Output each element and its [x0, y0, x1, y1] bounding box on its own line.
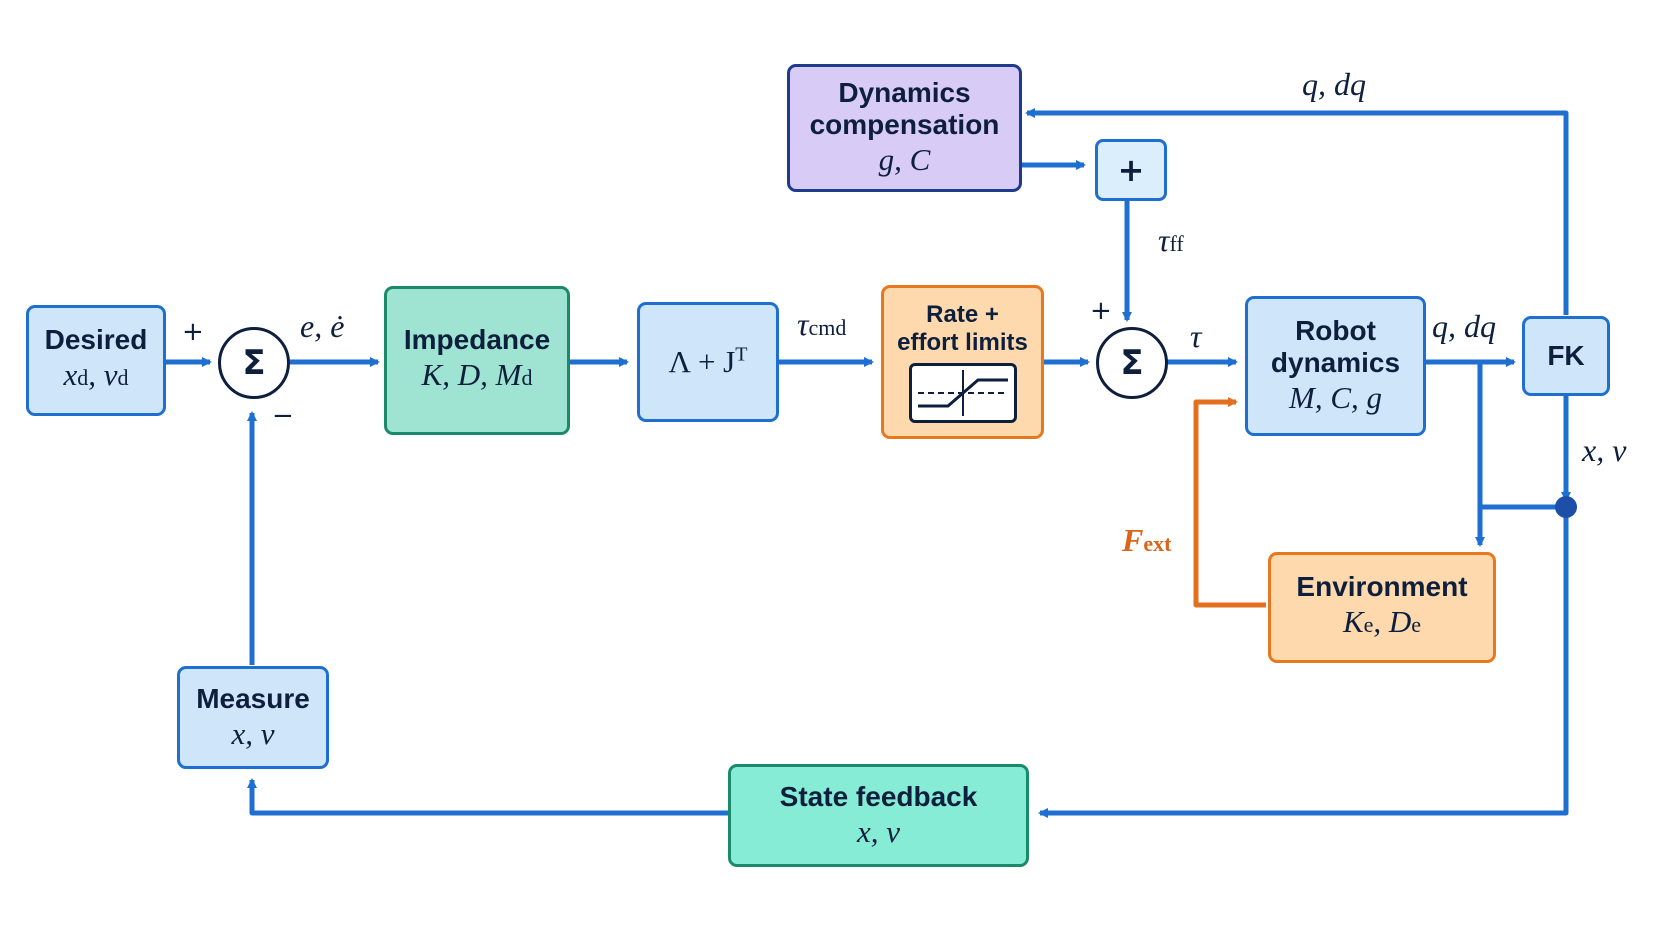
- sum1-minus-sign: −: [272, 401, 294, 431]
- f-ext-label: Fext: [1122, 522, 1172, 558]
- wire-fk-up-to-dynamics-comp: [1025, 108, 1569, 315]
- robot-params: M, C, g: [1289, 380, 1382, 415]
- measure-title: Measure: [196, 682, 310, 714]
- sum2-plus-sign: +: [1090, 296, 1112, 326]
- impedance-params: K, D, Md: [421, 357, 533, 392]
- lambda-jt-block: Λ + JT: [637, 302, 779, 422]
- limits-line2: effort limits: [897, 329, 1028, 356]
- dynamics-compensation-block: Dynamics compensation g, C: [787, 64, 1022, 192]
- dyncomp-line1: Dynamics: [838, 77, 971, 108]
- rate-effort-limits-block: Rate + effort limits: [881, 285, 1044, 439]
- environment-params: Ke, De: [1342, 604, 1422, 639]
- desired-block: Desired xd, vd: [26, 305, 166, 416]
- tau-cmd-label: τcmd: [797, 306, 847, 342]
- tau-ff-label: τff: [1158, 222, 1184, 258]
- limits-line1: Rate +: [926, 301, 999, 328]
- environment-title: Environment: [1296, 571, 1468, 602]
- state-feedback-title: State feedback: [779, 780, 978, 812]
- q-dq-right-label: q, dq: [1432, 308, 1496, 344]
- wire-environment-force-to-robot: [1193, 397, 1266, 608]
- state-feedback-block: State feedback x, v: [728, 764, 1029, 867]
- desired-title: Desired: [44, 324, 148, 355]
- wire-state-feedback-to-measure: [247, 778, 728, 816]
- sum1-plus-sign: +: [182, 317, 204, 347]
- saturation-icon: [908, 363, 1017, 423]
- desired-symbols: xd, vd: [63, 357, 129, 392]
- robot-line2: dynamics: [1270, 347, 1401, 378]
- measure-params: x, v: [231, 715, 275, 751]
- impedance-block: Impedance K, D, Md: [384, 286, 570, 435]
- saturation-curve: [917, 370, 1008, 416]
- impedance-title: Impedance: [403, 324, 551, 355]
- sum-junction-error: Σ: [218, 327, 290, 399]
- state-feedback-params: x, v: [856, 813, 901, 849]
- junction-dot: [1555, 496, 1577, 518]
- dyncomp-line2: compensation: [809, 109, 1000, 140]
- fk-block: FK: [1522, 316, 1610, 396]
- dyncomp-params: g, C: [878, 142, 931, 177]
- lambda-jt-expression: Λ + JT: [668, 343, 748, 379]
- environment-block: Environment Ke, De: [1268, 552, 1496, 663]
- x-v-right-label: x, v: [1582, 432, 1627, 468]
- wire-junction-to-state-feedback: [1038, 507, 1569, 818]
- tau-label: τ: [1190, 318, 1202, 354]
- sum-junction-torque: Σ: [1096, 327, 1168, 399]
- robot-line1: Robot: [1295, 315, 1376, 346]
- fk-title: FK: [1547, 340, 1585, 371]
- error-label: e, ė: [300, 308, 345, 344]
- measure-block: Measure x, v: [177, 666, 329, 769]
- feedforward-plus-block: +: [1095, 139, 1167, 201]
- robot-dynamics-block: Robot dynamics M, C, g: [1245, 296, 1426, 436]
- q-dq-top-label: q, dq: [1302, 66, 1366, 102]
